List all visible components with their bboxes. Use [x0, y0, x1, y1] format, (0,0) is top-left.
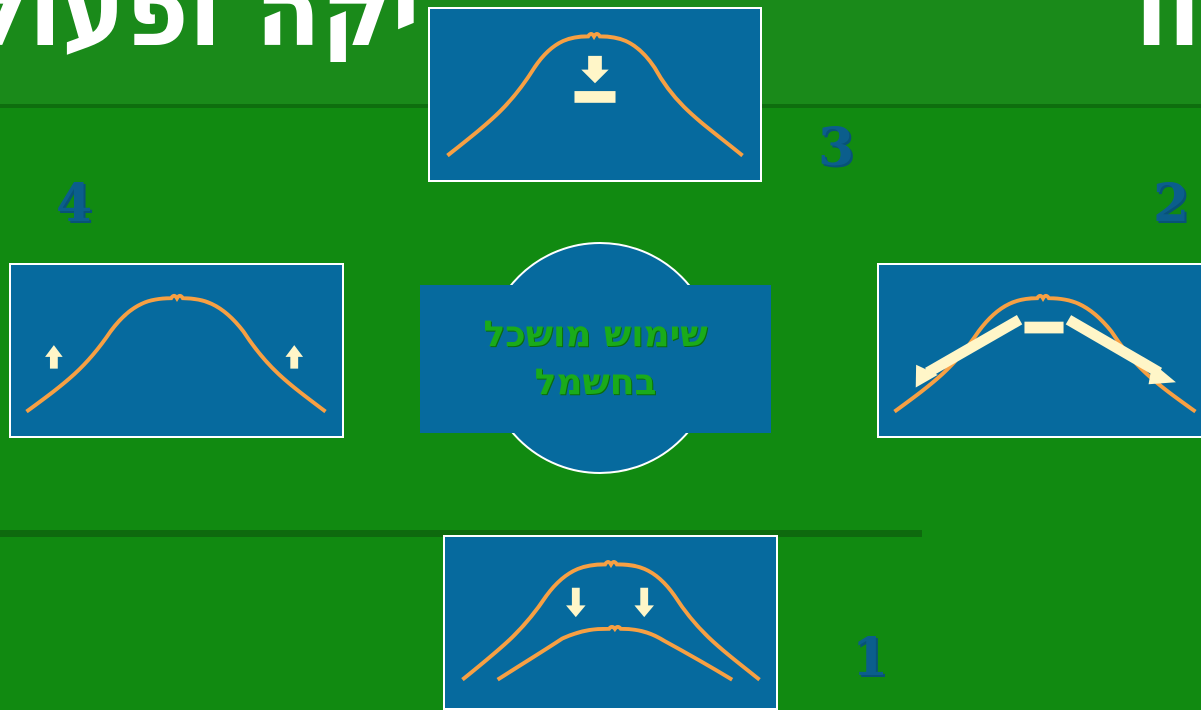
center-label-line1: שימוש מושכל	[483, 311, 707, 359]
up-arrow-icon	[45, 345, 63, 368]
step-3-diagram	[430, 9, 760, 180]
down-right-arrow-icon	[1149, 363, 1176, 384]
step-2-panel	[877, 263, 1201, 438]
step-1-diagram	[445, 537, 776, 708]
up-arrow-icon	[285, 345, 303, 368]
center-label-line2: בחשמל	[535, 359, 657, 407]
down-arrow-icon	[634, 588, 654, 617]
left-arrow-shaft	[928, 320, 1020, 373]
down-arrow-icon	[566, 588, 586, 617]
step-1-panel	[443, 535, 778, 710]
step-2-diagram	[879, 265, 1201, 436]
inner-curve	[498, 627, 733, 680]
page-title-right: וו	[762, 0, 1201, 62]
step-2-number: 2	[1153, 174, 1189, 234]
down-arrow-icon	[581, 56, 608, 83]
bar-icon	[1024, 322, 1063, 334]
curve	[27, 296, 326, 412]
step-1-number: 1	[852, 628, 888, 688]
outer-curve	[462, 562, 759, 680]
step-4-number: 4	[56, 174, 92, 234]
right-arrow-shaft	[1068, 320, 1159, 373]
step-4-diagram	[11, 265, 342, 436]
step-3-panel	[428, 7, 762, 182]
center-label-box: שימוש מושכל בחשמל	[420, 285, 771, 433]
page-title-left: יקה ופעולות מודע	[0, 0, 420, 62]
step-3-number: 3	[818, 118, 854, 178]
bar-icon	[574, 91, 615, 103]
curve	[894, 296, 1195, 412]
step-4-panel	[9, 263, 344, 438]
